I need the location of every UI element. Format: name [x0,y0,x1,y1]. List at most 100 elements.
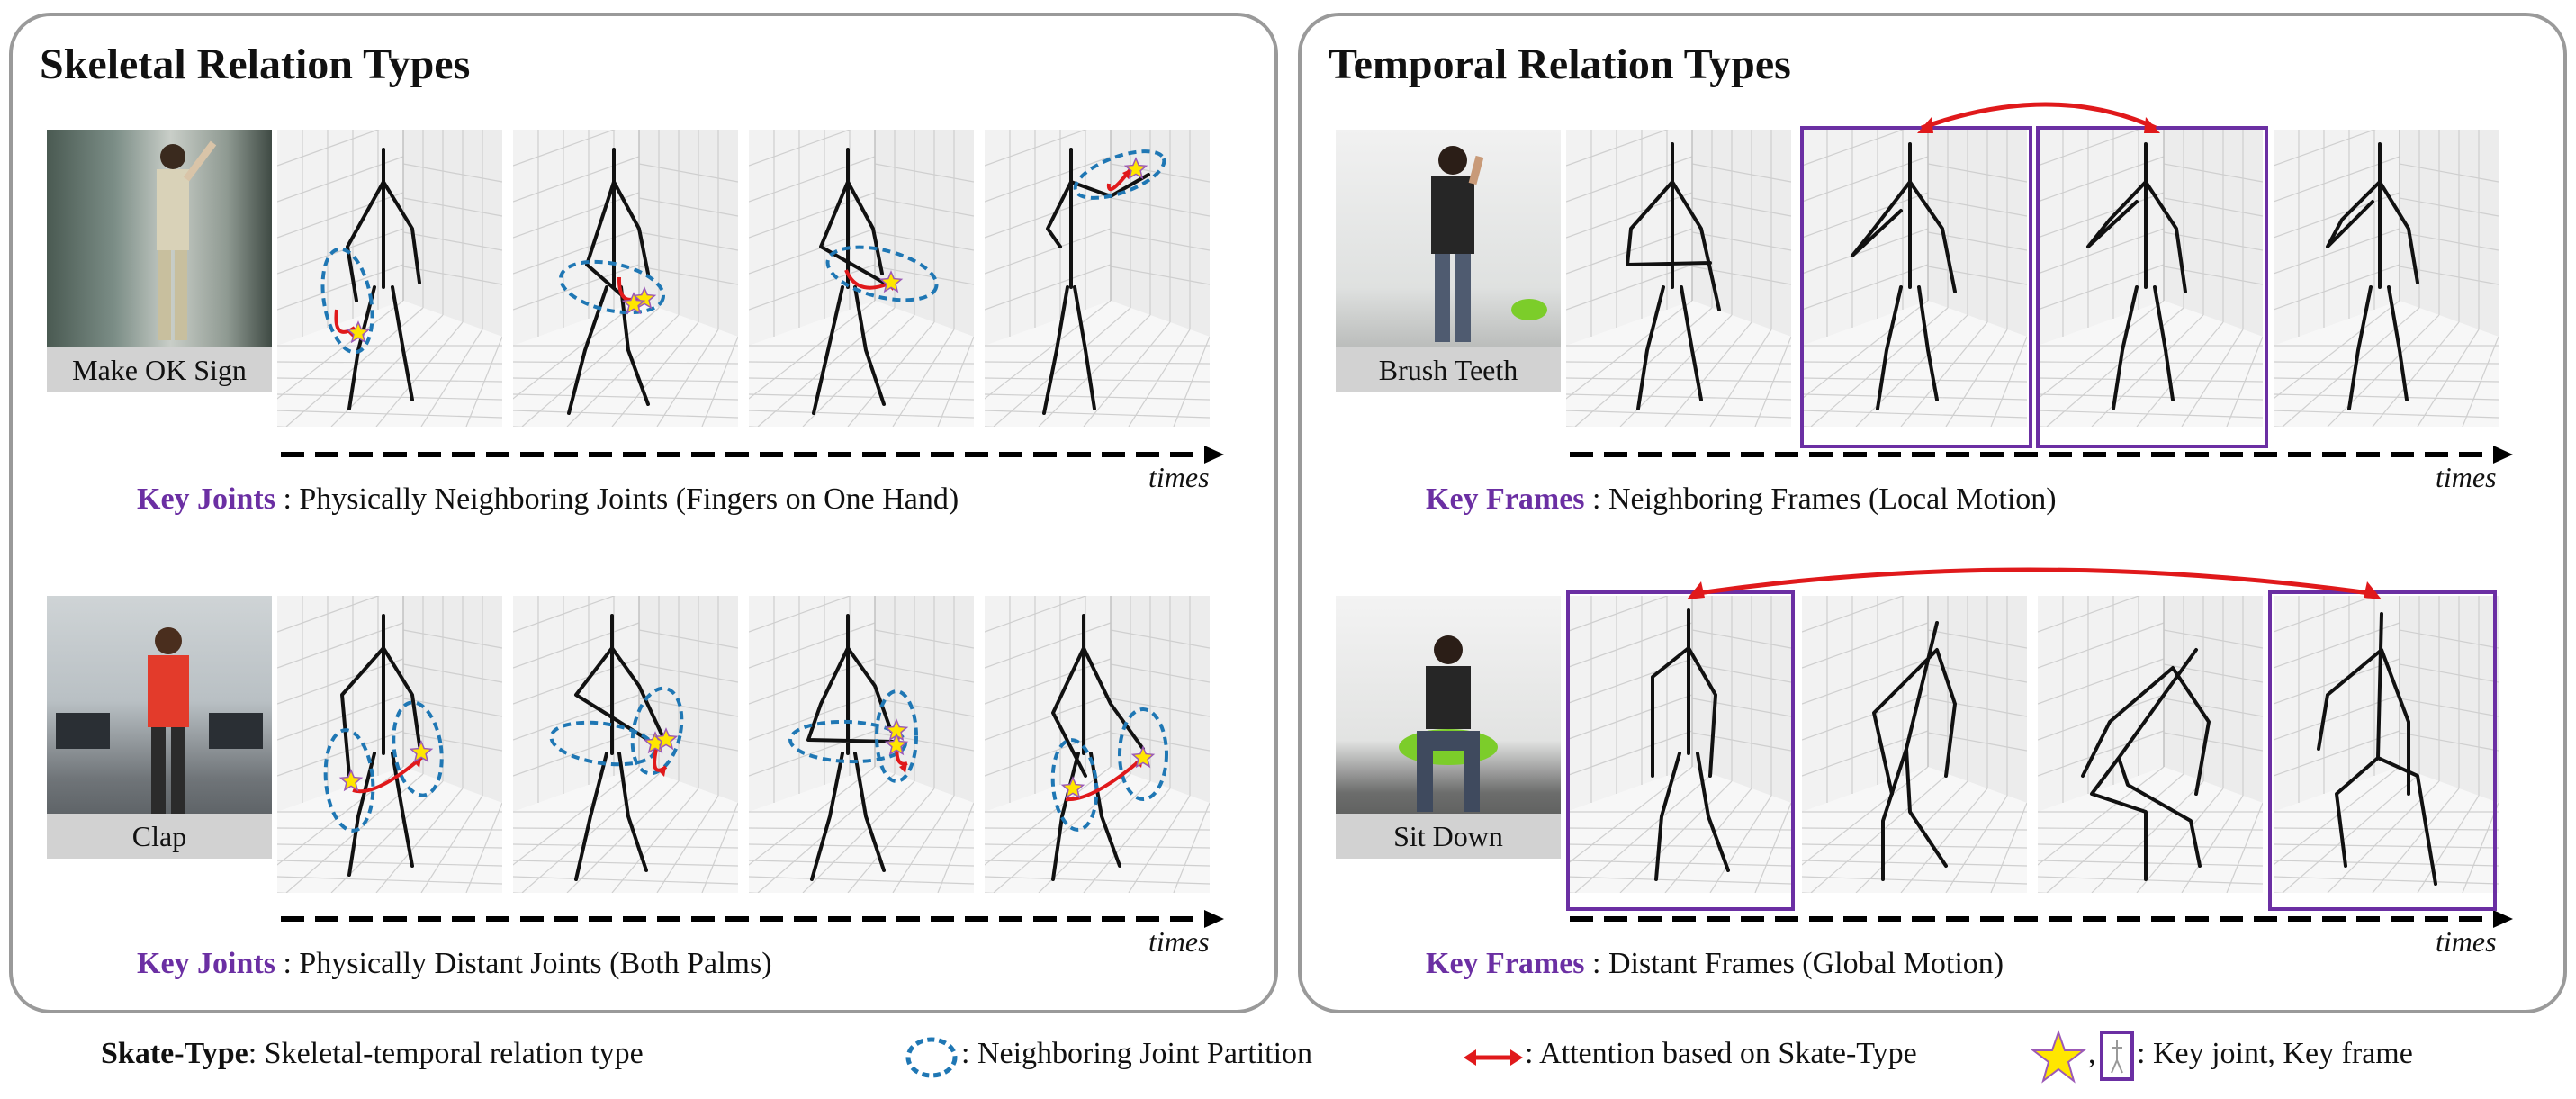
attention-arrow [1687,567,2382,599]
person-photo-icon [1399,635,1498,812]
skeleton-frame [1566,596,1791,893]
attention-arrow [1917,102,2160,133]
key-joint-star [346,320,371,344]
time-arrow [281,910,1224,928]
skeleton-figure [749,130,974,427]
panel-title: Temporal Relation Types [1329,41,1791,88]
key-frames-caption: Key Frames : Distant Frames (Global Moti… [1426,947,2004,981]
key-joint-star [338,769,364,792]
panel-title: Skeletal Relation Types [40,41,471,88]
joint-partition [630,686,684,776]
skeleton-frame [2038,596,2263,893]
attention-arrow-icon [1464,1049,1523,1066]
time-arrow [1570,446,2513,464]
skeleton-frame [749,596,974,893]
attention-arrowhead [899,763,907,773]
attention-arc [352,756,423,794]
joint-partition [1118,707,1168,801]
key-joint-star [1123,157,1148,180]
time-label: times [1148,461,1210,493]
joint-partition [1050,738,1099,832]
skeleton-bones [567,148,650,415]
joint-partition [825,245,939,302]
joint-partition [320,247,374,355]
skeleton-bones [806,614,895,881]
skeleton-bones [1651,608,1730,881]
skeleton-bones [346,148,421,410]
skeleton-bones [2081,648,2211,881]
action-label: Sit Down [1336,814,1561,859]
skeleton-bones [2326,142,2419,410]
skeleton-bones [2317,612,2437,886]
skeleton-figure [2274,596,2499,893]
skeleton-figure [513,596,738,893]
key-joints-caption: Key Joints : Physically Distant Joints (… [137,947,772,981]
action-label: Brush Teeth [1336,347,1561,392]
skeleton-frame [1802,596,2027,893]
skeleton-bones [340,614,423,877]
key-frame-icon [2100,1031,2134,1081]
key-joint-star [884,733,909,756]
key-joint-star [878,270,904,293]
skeleton-frame [1566,130,1791,427]
caption-text: : Physically Distant Joints (Both Palms) [275,947,772,980]
time-arrow [281,446,1224,464]
skeleton-figure [749,596,974,893]
skeleton-figure [2038,596,2263,893]
skeleton-figure [513,130,738,427]
skeleton-frame [2038,130,2263,427]
caption-text: : Neighboring Frames (Local Motion) [1584,482,2057,516]
skeleton-frame [277,130,502,427]
key-joint-star [1130,745,1156,769]
skeleton-figure [1566,596,1791,893]
skeleton-frame [749,130,974,427]
skeleton-figure [2274,130,2499,427]
time-label: times [1148,925,1210,958]
key-joint-star [1060,776,1085,799]
skeleton-figure [985,130,1210,427]
right-row2-frames [1566,596,2502,893]
key-label: Key Joints [137,482,275,516]
skeleton-bones [574,614,666,881]
skeleton-bones [1051,614,1145,881]
skeleton-frame [2274,596,2499,893]
skeleton-bones [812,148,886,415]
joint-partition [559,259,665,315]
key-label: Key Frames [1426,947,1585,980]
key-frame-box [1800,126,2032,448]
left-row2-frames [277,596,1213,893]
skeleton-frame [513,130,738,427]
caption-text: : Physically Neighboring Joints (Fingers… [275,482,959,516]
skeleton-frame [2274,130,2499,427]
key-joint-star [621,292,646,315]
legend-skate-bold: Skate-Type [101,1037,248,1070]
key-frame-box [1566,590,1795,911]
key-joints-caption: Key Joints : Physically Neighboring Join… [137,482,959,517]
key-joint-star-icon [2031,1030,2086,1084]
legend-key: : Key joint, Key frame [2137,1037,2413,1070]
time-arrow [1570,910,2513,928]
person-photo-icon [1431,146,1547,342]
time-label: times [2436,461,2497,493]
legend-attention: : Attention based on Skate-Type [1525,1037,1917,1070]
action-label: Clap [47,814,272,859]
legend-partition: : Neighboring Joint Partition [961,1037,1313,1070]
left-row1-frames [277,130,1213,427]
legend-skate-type: Skate-Type: Skeletal-temporal relation t… [101,1037,644,1071]
key-label: Key Frames [1426,482,1585,516]
attention-arrowhead [1122,169,1130,179]
skeleton-figure [277,130,502,427]
key-joint-star [409,740,434,763]
skeleton-figure [985,596,1210,893]
key-joint-star [653,727,679,751]
skeleton-bones [2086,142,2187,410]
person-photo-icon [56,627,263,826]
attention-arc [1065,756,1145,802]
skeleton-figure [277,596,502,893]
time-label: times [2436,925,2497,958]
skeleton-frame [513,596,738,893]
person-photo-icon [157,140,217,340]
key-frame-box [2036,126,2268,448]
right-row1-frames [1566,130,2502,427]
skeleton-frame [1802,130,2027,427]
